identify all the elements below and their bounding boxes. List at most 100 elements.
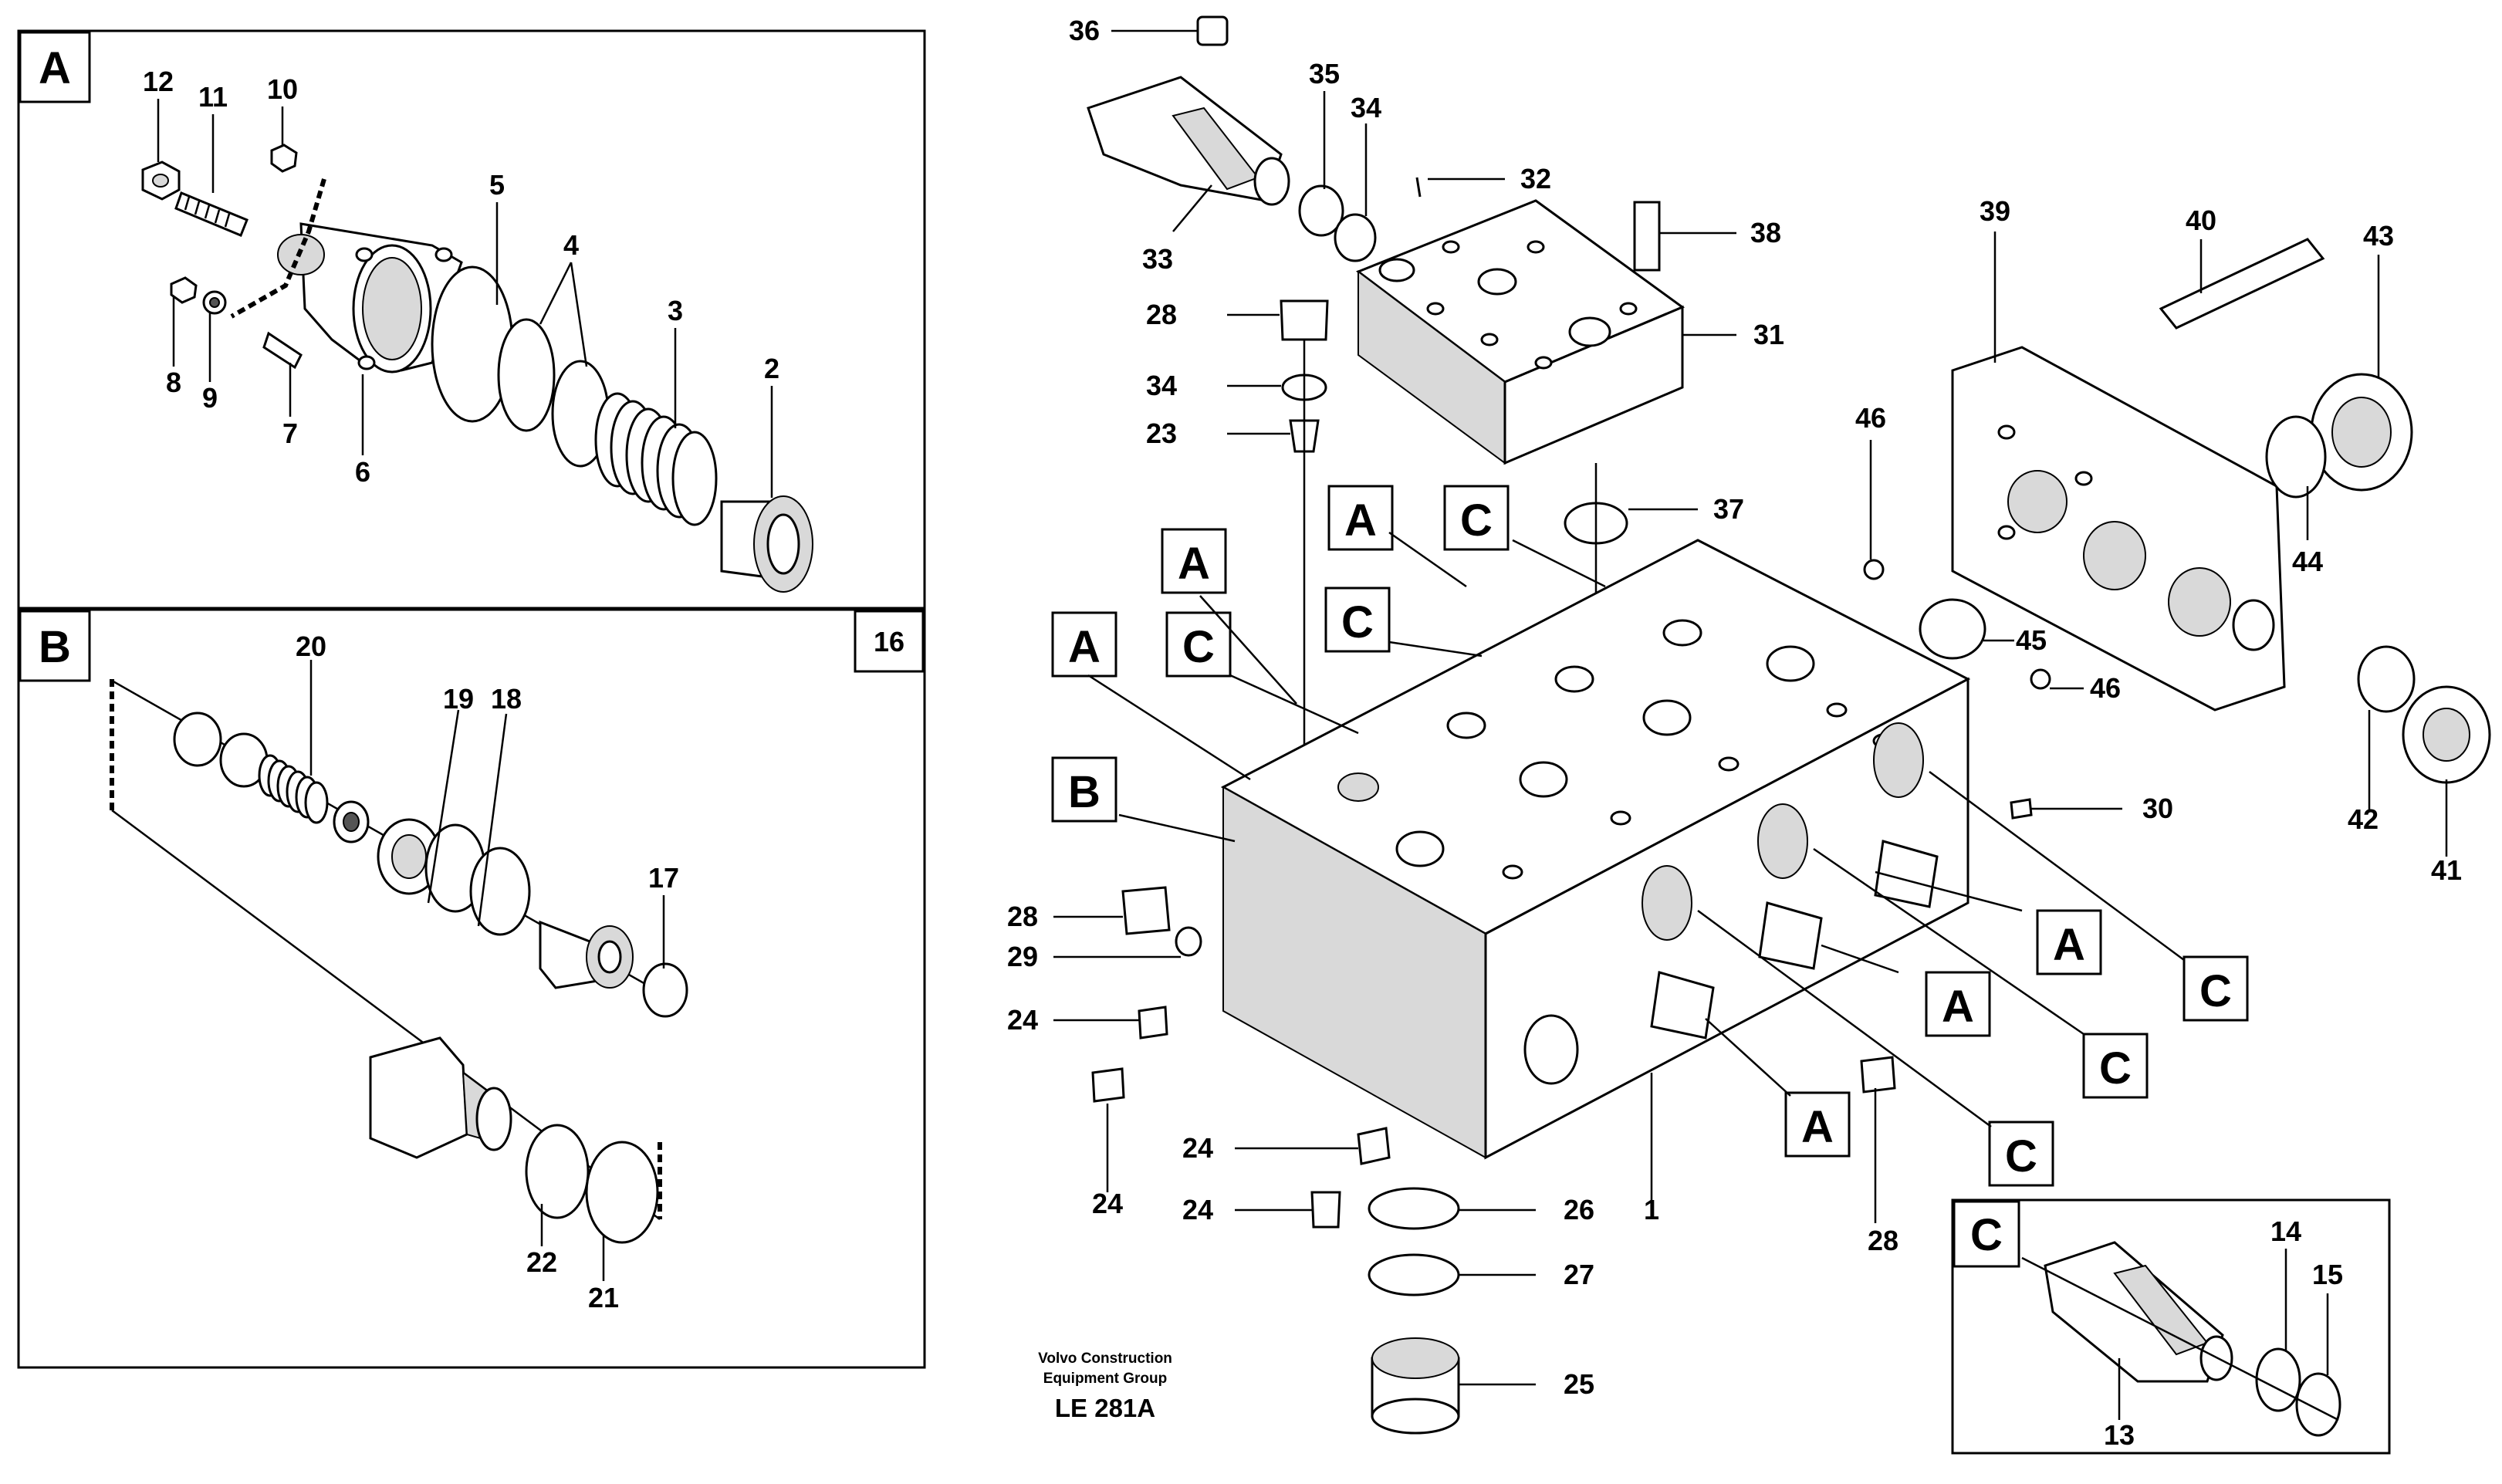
label-15: 15 xyxy=(2312,1259,2343,1290)
label-14: 14 xyxy=(2270,1215,2301,1247)
cover-39 xyxy=(1951,346,2286,712)
callouts: A A A A A xyxy=(1051,485,2249,1187)
label-18: 18 xyxy=(491,683,522,715)
callout-a1: A xyxy=(1178,539,1210,589)
screw-28c xyxy=(1860,1056,1896,1094)
detail-a-panel: A xyxy=(17,29,926,610)
screw-24d xyxy=(1310,1191,1341,1229)
plug-28b xyxy=(1121,886,1171,935)
o-ring-22 xyxy=(525,1124,590,1219)
label-24-a: 24 xyxy=(1007,1004,1038,1036)
footer-company-line1: Volvo Construction xyxy=(1038,1350,1172,1367)
label-38: 38 xyxy=(1750,217,1781,248)
label-46-top: 46 xyxy=(1855,402,1886,434)
label-25: 25 xyxy=(1564,1368,1594,1400)
callout-c6: C xyxy=(2005,1131,2037,1181)
label-8: 8 xyxy=(166,367,181,398)
callout-c3: C xyxy=(1182,622,1215,672)
nut-10 xyxy=(270,144,298,173)
label-28-top: 28 xyxy=(1146,299,1177,330)
cap-36 xyxy=(1196,15,1229,46)
callout-a5: A xyxy=(1942,982,1974,1032)
callout-c4: C xyxy=(2199,966,2232,1016)
label-37: 37 xyxy=(1713,493,1744,525)
detail-c-panel: C 14 15 13 xyxy=(1951,1198,2391,1455)
spring-3 xyxy=(594,392,718,526)
label-34-mid: 34 xyxy=(1146,370,1177,401)
plug-a1 xyxy=(1874,840,1939,908)
label-19: 19 xyxy=(443,683,474,715)
o-ring-46a xyxy=(1863,559,1885,580)
detail-a-frame xyxy=(17,29,926,610)
callout-a3: A xyxy=(1068,622,1101,672)
detail-b-ref-box xyxy=(854,610,925,673)
o-ring-26 xyxy=(1368,1187,1460,1230)
plug-43 xyxy=(2310,373,2413,492)
screw-24c xyxy=(1357,1127,1391,1165)
plug-25 xyxy=(1371,1337,1460,1435)
label-46-bottom: 46 xyxy=(2090,672,2121,704)
detail-c-tag xyxy=(1953,1200,2020,1268)
label-24-c: 24 xyxy=(1182,1132,1213,1164)
detail-c-letter: C xyxy=(1970,1210,2003,1260)
label-2: 2 xyxy=(764,353,779,384)
seat-b xyxy=(377,818,441,895)
o-ring-15 xyxy=(2295,1372,2341,1437)
label-23: 23 xyxy=(1146,417,1177,449)
label-21: 21 xyxy=(588,1282,619,1313)
label-7: 7 xyxy=(282,417,298,449)
plug-28a xyxy=(1280,299,1329,341)
label-33: 33 xyxy=(1142,243,1173,275)
label-9: 9 xyxy=(202,382,218,414)
label-30: 30 xyxy=(2142,793,2173,824)
block-31 xyxy=(1355,199,1685,465)
label-31: 31 xyxy=(1753,319,1784,350)
detail-b-ref: 16 xyxy=(874,626,904,657)
label-24-d: 24 xyxy=(1182,1194,1213,1225)
label-34-top: 34 xyxy=(1351,92,1381,123)
label-12: 12 xyxy=(143,66,174,97)
detail-a-letter: A xyxy=(39,43,71,93)
callout-a4: A xyxy=(2053,920,2085,970)
plug-41 xyxy=(2402,685,2491,784)
label-10: 10 xyxy=(267,73,298,105)
o-ring-34a xyxy=(1334,213,1377,262)
callout-b1: B xyxy=(1068,767,1101,817)
label-41: 41 xyxy=(2431,854,2462,886)
detail-b-frame xyxy=(17,608,926,1369)
callout-c1: C xyxy=(1460,495,1493,546)
footer-company-line2: Equipment Group xyxy=(1043,1371,1167,1387)
label-35: 35 xyxy=(1309,58,1340,90)
screw-8-head xyxy=(170,276,198,304)
screw-38 xyxy=(1633,201,1661,272)
label-6: 6 xyxy=(355,456,370,488)
label-4: 4 xyxy=(563,229,579,261)
plug-b xyxy=(539,920,634,989)
label-13: 13 xyxy=(2104,1419,2135,1451)
bolt-40 xyxy=(2159,238,2325,330)
valve-33 xyxy=(1087,76,1290,206)
detail-b-tag xyxy=(19,610,91,682)
screw-24a xyxy=(1138,1006,1168,1039)
screw-7 xyxy=(262,331,303,370)
o-ring-27 xyxy=(1368,1253,1460,1296)
body-bores xyxy=(1337,619,1894,880)
label-11: 11 xyxy=(198,81,228,113)
spring-20 xyxy=(258,754,329,824)
label-24-b: 24 xyxy=(1092,1188,1123,1219)
callout-a6: A xyxy=(1801,1102,1834,1152)
o-ring-35 xyxy=(1298,184,1344,237)
label-3: 3 xyxy=(668,295,683,326)
label-45: 45 xyxy=(2016,624,2047,656)
label-27: 27 xyxy=(1564,1259,1594,1290)
cover-6-part xyxy=(277,222,463,374)
o-ring-44 xyxy=(2265,415,2327,499)
screw-24b xyxy=(1091,1067,1125,1103)
o-ring-14 xyxy=(2255,1347,2301,1412)
screw-30 xyxy=(2010,798,2033,820)
detail-c-frame xyxy=(1951,1198,2391,1455)
o-ring-4a xyxy=(497,318,556,432)
label-22: 22 xyxy=(526,1246,557,1278)
label-44: 44 xyxy=(2292,546,2323,577)
label-17: 17 xyxy=(648,862,679,894)
